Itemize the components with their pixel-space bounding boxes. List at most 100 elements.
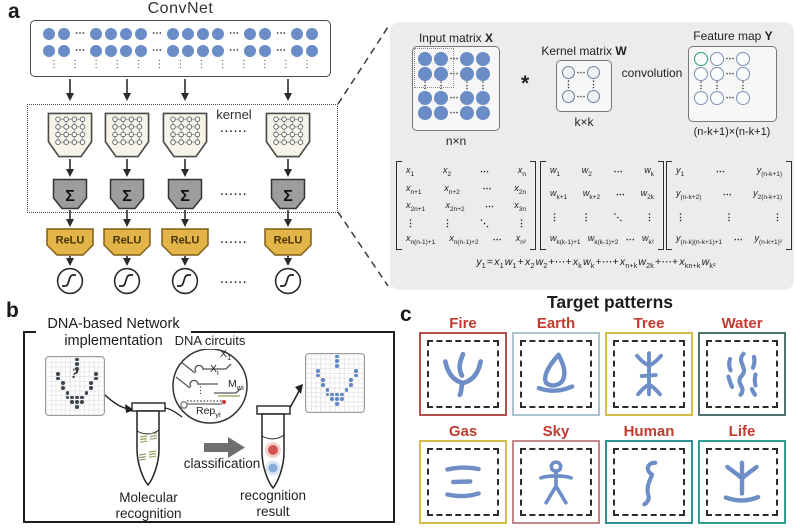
pattern-label: Life [728, 423, 756, 440]
neuron-circle [90, 44, 102, 57]
neuron-circle [43, 44, 55, 57]
ellipsis: ⋯ [229, 44, 239, 56]
sigmoid-node [274, 267, 302, 295]
neuron-group [167, 44, 224, 57]
dna-strand-icons [175, 361, 241, 409]
kernel-matrix-dim: k×k [574, 115, 594, 129]
pattern-dot [335, 397, 339, 402]
pattern-card-earth: Earth [512, 315, 600, 416]
pattern-dot [79, 400, 84, 405]
gas-glyph [445, 465, 481, 499]
pattern-dot [339, 392, 344, 397]
output-pattern-grid [305, 353, 365, 413]
neuron-group [43, 44, 70, 57]
strand-mwi-label: Mwi [228, 378, 244, 393]
neuron-circle [58, 27, 70, 40]
recognition-result-label: recognition result [239, 488, 307, 519]
input-matrix-title: Input matrix X [406, 31, 506, 45]
matrix-row: y(n-k)(n-k+1)+1⋯y(n-k+1)² [676, 233, 782, 246]
target-patterns-title: Target patterns [546, 292, 674, 312]
pattern-dot [339, 397, 344, 402]
pattern-dot [84, 390, 89, 395]
neuron-group [90, 44, 147, 57]
pattern-dot [316, 368, 320, 373]
pattern-dot [330, 397, 335, 402]
classification-label: classification [183, 456, 261, 471]
pattern-dot [330, 392, 335, 397]
neuron-group [43, 27, 70, 40]
neuron-circle [197, 44, 209, 57]
neuron-row: ⋯⋯⋯⋯ [43, 43, 318, 58]
kernel-icon [47, 112, 93, 158]
neuron-circle [105, 44, 117, 57]
molecular-recognition-label: Molecular recognition [115, 490, 182, 521]
pattern-card-sky: Sky [512, 423, 600, 524]
relu-node: ReLU [46, 228, 94, 256]
pattern-dot [349, 378, 354, 383]
pattern-dot [94, 376, 98, 381]
human-glyph [642, 460, 658, 507]
pattern-label: Earth [536, 315, 576, 332]
dna-circuits-label: DNA circuits [162, 333, 258, 349]
input-matrix-title-text: Input matrix [418, 31, 485, 45]
pattern-stamp [427, 448, 499, 516]
pattern-label: Water [721, 315, 763, 332]
sum-row-ellipsis: ...... [220, 186, 248, 198]
kernel-icon [265, 112, 311, 158]
matrix-row: y1⋯y(n-k+1) [676, 165, 782, 178]
neuron-group [291, 27, 318, 40]
pattern-dot [75, 405, 79, 409]
sum-node: Σ [270, 178, 306, 210]
matrix-row: ⋮⋮⋮ [676, 211, 782, 222]
neuron-group [90, 27, 147, 40]
pattern-dot [335, 392, 339, 397]
neuron-circle [182, 27, 194, 40]
sky-glyph [539, 460, 573, 505]
kernel-matrix-box: ⋯ ⋮⋮ ⋯ [556, 60, 612, 112]
sigmoid-row-ellipsis: ...... [220, 274, 248, 286]
strand-rep-label: Repyi [196, 405, 221, 420]
ellipsis: ⋯ [152, 44, 162, 56]
neuron-circle [212, 44, 224, 57]
life-glyph [723, 460, 761, 503]
pattern-dot [65, 390, 70, 395]
convolution-label: convolution [621, 66, 683, 80]
dna-strand-stripes [138, 432, 158, 461]
pattern-box [512, 440, 600, 524]
sum-symbol: Σ [122, 188, 132, 205]
tube-molecular-recognition [131, 402, 166, 487]
pattern-card-tree: Tree [605, 315, 693, 416]
pattern-dot [89, 381, 94, 386]
neuron-circle [306, 27, 318, 40]
pattern-stamp [427, 340, 499, 408]
sum-node: Σ [109, 178, 145, 210]
red-signal-dot [265, 442, 281, 458]
dna-panel-border [23, 331, 395, 523]
relu-node: ReLU [264, 228, 312, 256]
sigmoid-node [56, 267, 84, 295]
panel-c-label: c [400, 303, 412, 326]
kernel-icon [162, 112, 208, 158]
neuron-circle [135, 27, 147, 40]
kernel-matrix-title-text: Kernel matrix [541, 44, 616, 58]
pattern-dot [70, 400, 75, 405]
strand-xi-label: Xi [210, 363, 219, 378]
neuron-circle [43, 27, 55, 40]
pattern-box [605, 332, 693, 416]
pattern-label: Tree [633, 315, 665, 332]
pattern-dot [75, 362, 79, 367]
pattern-dot [75, 357, 79, 362]
flow-arrows [66, 79, 292, 266]
neuron-group [167, 27, 224, 40]
relu-node: ReLU [103, 228, 151, 256]
neuron-vdots-row: ⋮⋮⋮⋮⋮⋮⋮⋮⋮⋮⋮⋮⋮ [49, 59, 312, 70]
neuron-circle [306, 44, 318, 57]
pattern-box [512, 332, 600, 416]
neuron-circle [259, 27, 271, 40]
pattern-dot [320, 378, 325, 383]
pattern-dot [335, 364, 339, 368]
